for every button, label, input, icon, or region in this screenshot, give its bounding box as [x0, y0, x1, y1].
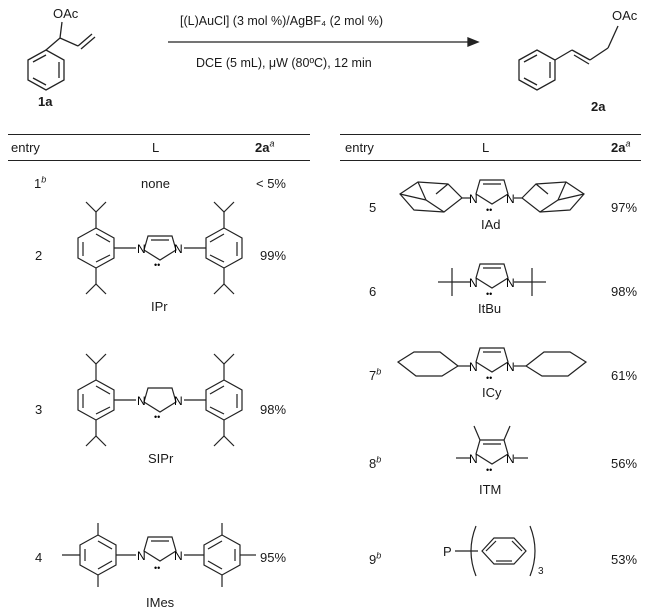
- ligand-icy-structure: N N ••: [396, 347, 588, 383]
- ligand-imes-structure: N N ••: [62, 523, 256, 587]
- carbene-dots: ••: [486, 289, 492, 299]
- carbene-dots: ••: [486, 465, 492, 475]
- yield-entry-4: 95%: [260, 550, 287, 565]
- right-header-yield: 2aa: [611, 138, 631, 155]
- right-header-entry: entry: [345, 140, 374, 155]
- product-substituent: OAc: [612, 8, 638, 23]
- yield-entry-8: 56%: [611, 456, 638, 471]
- table-row-entry-4: 4: [35, 550, 43, 565]
- ligand-phosphorus-label: P: [443, 544, 452, 559]
- ligand-icy-label: ICy: [482, 385, 502, 400]
- n-atom: N: [469, 276, 478, 290]
- n-atom: N: [469, 360, 478, 374]
- yield-entry-5: 97%: [611, 200, 638, 215]
- table-row-entry-3: 3: [35, 402, 43, 417]
- yield-entry-1: < 5%: [256, 176, 286, 191]
- left-header-rule: [8, 160, 310, 161]
- n-atom: N: [137, 242, 146, 256]
- conditions-top: [(L)AuCl] (3 mol %)/AgBF₄ (2 mol %): [180, 14, 384, 28]
- ligand-iad-structure: N N ••: [399, 179, 585, 215]
- left-top-rule: [8, 134, 310, 135]
- left-header-ligand: L: [152, 140, 160, 155]
- n-atom: N: [506, 452, 515, 466]
- n-atom: N: [506, 360, 515, 374]
- table-row-entry-7: 7b: [369, 366, 382, 383]
- ligand-pph3-structure: [455, 525, 536, 577]
- conditions-bottom: DCE (5 mL), μW (80ºC), 12 min: [196, 56, 372, 70]
- carbene-dots: ••: [154, 563, 160, 573]
- ligand-iad-label: IAd: [481, 217, 501, 232]
- n-atom: N: [137, 394, 146, 408]
- sm-label: 1a: [38, 94, 53, 109]
- yield-entry-2: 99%: [260, 248, 287, 263]
- yield-entry-9: 53%: [611, 552, 638, 567]
- table-row-entry-1: 1b: [34, 174, 47, 191]
- ligand-sipr-label: SIPr: [148, 451, 174, 466]
- carbene-dots: ••: [486, 373, 492, 383]
- ligand-itm-structure: N N ••: [456, 425, 528, 475]
- ligand-itbu-structure: N N ••: [438, 263, 546, 299]
- product-label: 2a: [591, 99, 606, 114]
- table-row-entry-6: 6: [369, 284, 377, 299]
- ligand-none-label: none: [141, 176, 170, 191]
- right-top-rule: [340, 134, 641, 135]
- table-row-entry-5: 5: [369, 200, 377, 215]
- n-atom: N: [174, 549, 183, 563]
- yield-entry-7: 61%: [611, 368, 638, 383]
- carbene-dots: ••: [154, 260, 160, 270]
- yield-entry-3: 98%: [260, 402, 287, 417]
- table-row-entry-8: 8b: [369, 454, 382, 471]
- yield-entry-6: 98%: [611, 284, 638, 299]
- ligand-ipr-structure: N N ••: [77, 201, 243, 295]
- ligand-ipr-label: IPr: [151, 299, 168, 314]
- n-atom: N: [469, 192, 478, 206]
- n-atom: N: [469, 452, 478, 466]
- left-header-entry: entry: [11, 140, 40, 155]
- ligand-sipr-structure: N N ••: [77, 353, 243, 447]
- n-atom: N: [174, 242, 183, 256]
- left-header-yield: 2aa: [255, 138, 275, 155]
- sm-substituent: OAc: [53, 6, 79, 21]
- right-header-rule: [340, 160, 641, 161]
- n-atom: N: [174, 394, 183, 408]
- starting-material-structure: [27, 21, 619, 91]
- right-header-ligand: L: [482, 140, 490, 155]
- carbene-dots: ••: [486, 205, 492, 215]
- ligand-itbu-label: ItBu: [478, 301, 502, 316]
- carbene-dots: ••: [154, 412, 160, 422]
- ligand-imes-label: IMes: [146, 595, 175, 610]
- table-row-entry-2: 2: [35, 248, 43, 263]
- ligand-pph3-subscript: 3: [538, 566, 544, 577]
- n-atom: N: [137, 549, 146, 563]
- n-atom: N: [506, 192, 515, 206]
- table-row-entry-9: 9b: [369, 550, 382, 567]
- ligand-itm-label: ITM: [479, 482, 502, 497]
- n-atom: N: [506, 276, 515, 290]
